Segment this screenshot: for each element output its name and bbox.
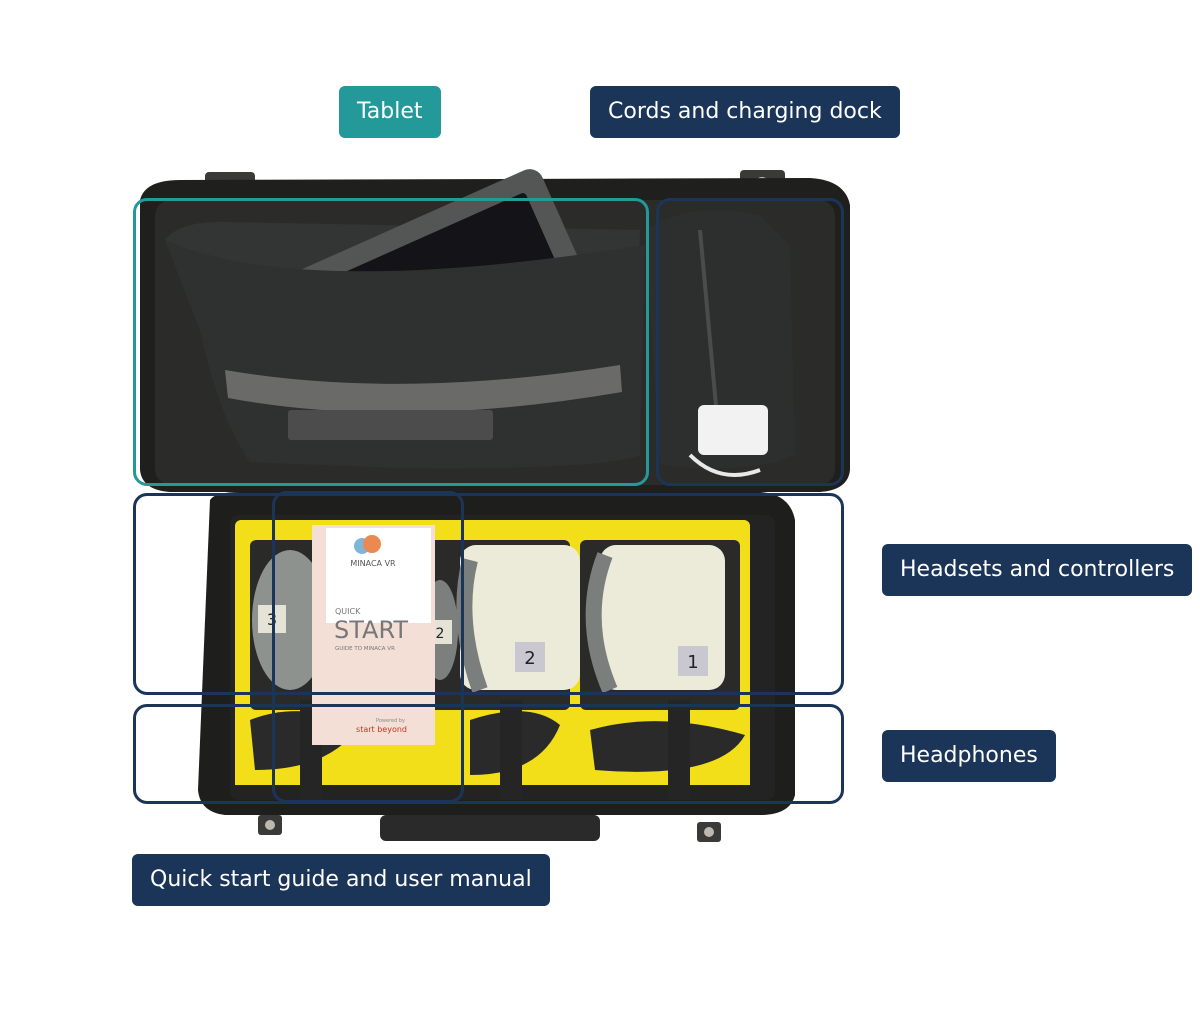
cords-label: Cords and charging dock bbox=[590, 86, 900, 138]
card-guide-line: GUIDE TO MINACA VR bbox=[335, 646, 395, 652]
case-handle bbox=[380, 815, 600, 841]
cords-highlight-box bbox=[656, 198, 844, 486]
headset-number: 2 bbox=[436, 626, 445, 642]
headphones-label: Headphones bbox=[882, 730, 1056, 782]
headset-2a: 2 bbox=[456, 545, 580, 693]
headsets-label: Headsets and controllers bbox=[882, 544, 1193, 596]
headset-number: 1 bbox=[687, 652, 698, 673]
charging-dock bbox=[698, 405, 768, 455]
tablet-label: Tablet bbox=[339, 86, 441, 138]
cord-pouch bbox=[645, 210, 795, 469]
headset-number: 2 bbox=[524, 648, 535, 669]
card-start: START bbox=[334, 616, 408, 644]
card-quick: QUICK bbox=[335, 607, 361, 616]
headset-1: 1 bbox=[585, 545, 725, 694]
headsets-highlight-box bbox=[133, 493, 844, 695]
headphones-highlight-box bbox=[133, 704, 844, 804]
guide-highlight-box bbox=[272, 491, 464, 803]
quick-start-card: MINACA VR QUICK START GUIDE TO MINACA VR… bbox=[312, 525, 435, 745]
card-brand: MINACA VR bbox=[350, 559, 396, 568]
card-start-beyond: start beyond bbox=[356, 725, 407, 734]
card-powered: Powered by bbox=[376, 718, 405, 724]
guide-label: Quick start guide and user manual bbox=[132, 854, 550, 906]
tablet-highlight-box bbox=[133, 198, 649, 486]
